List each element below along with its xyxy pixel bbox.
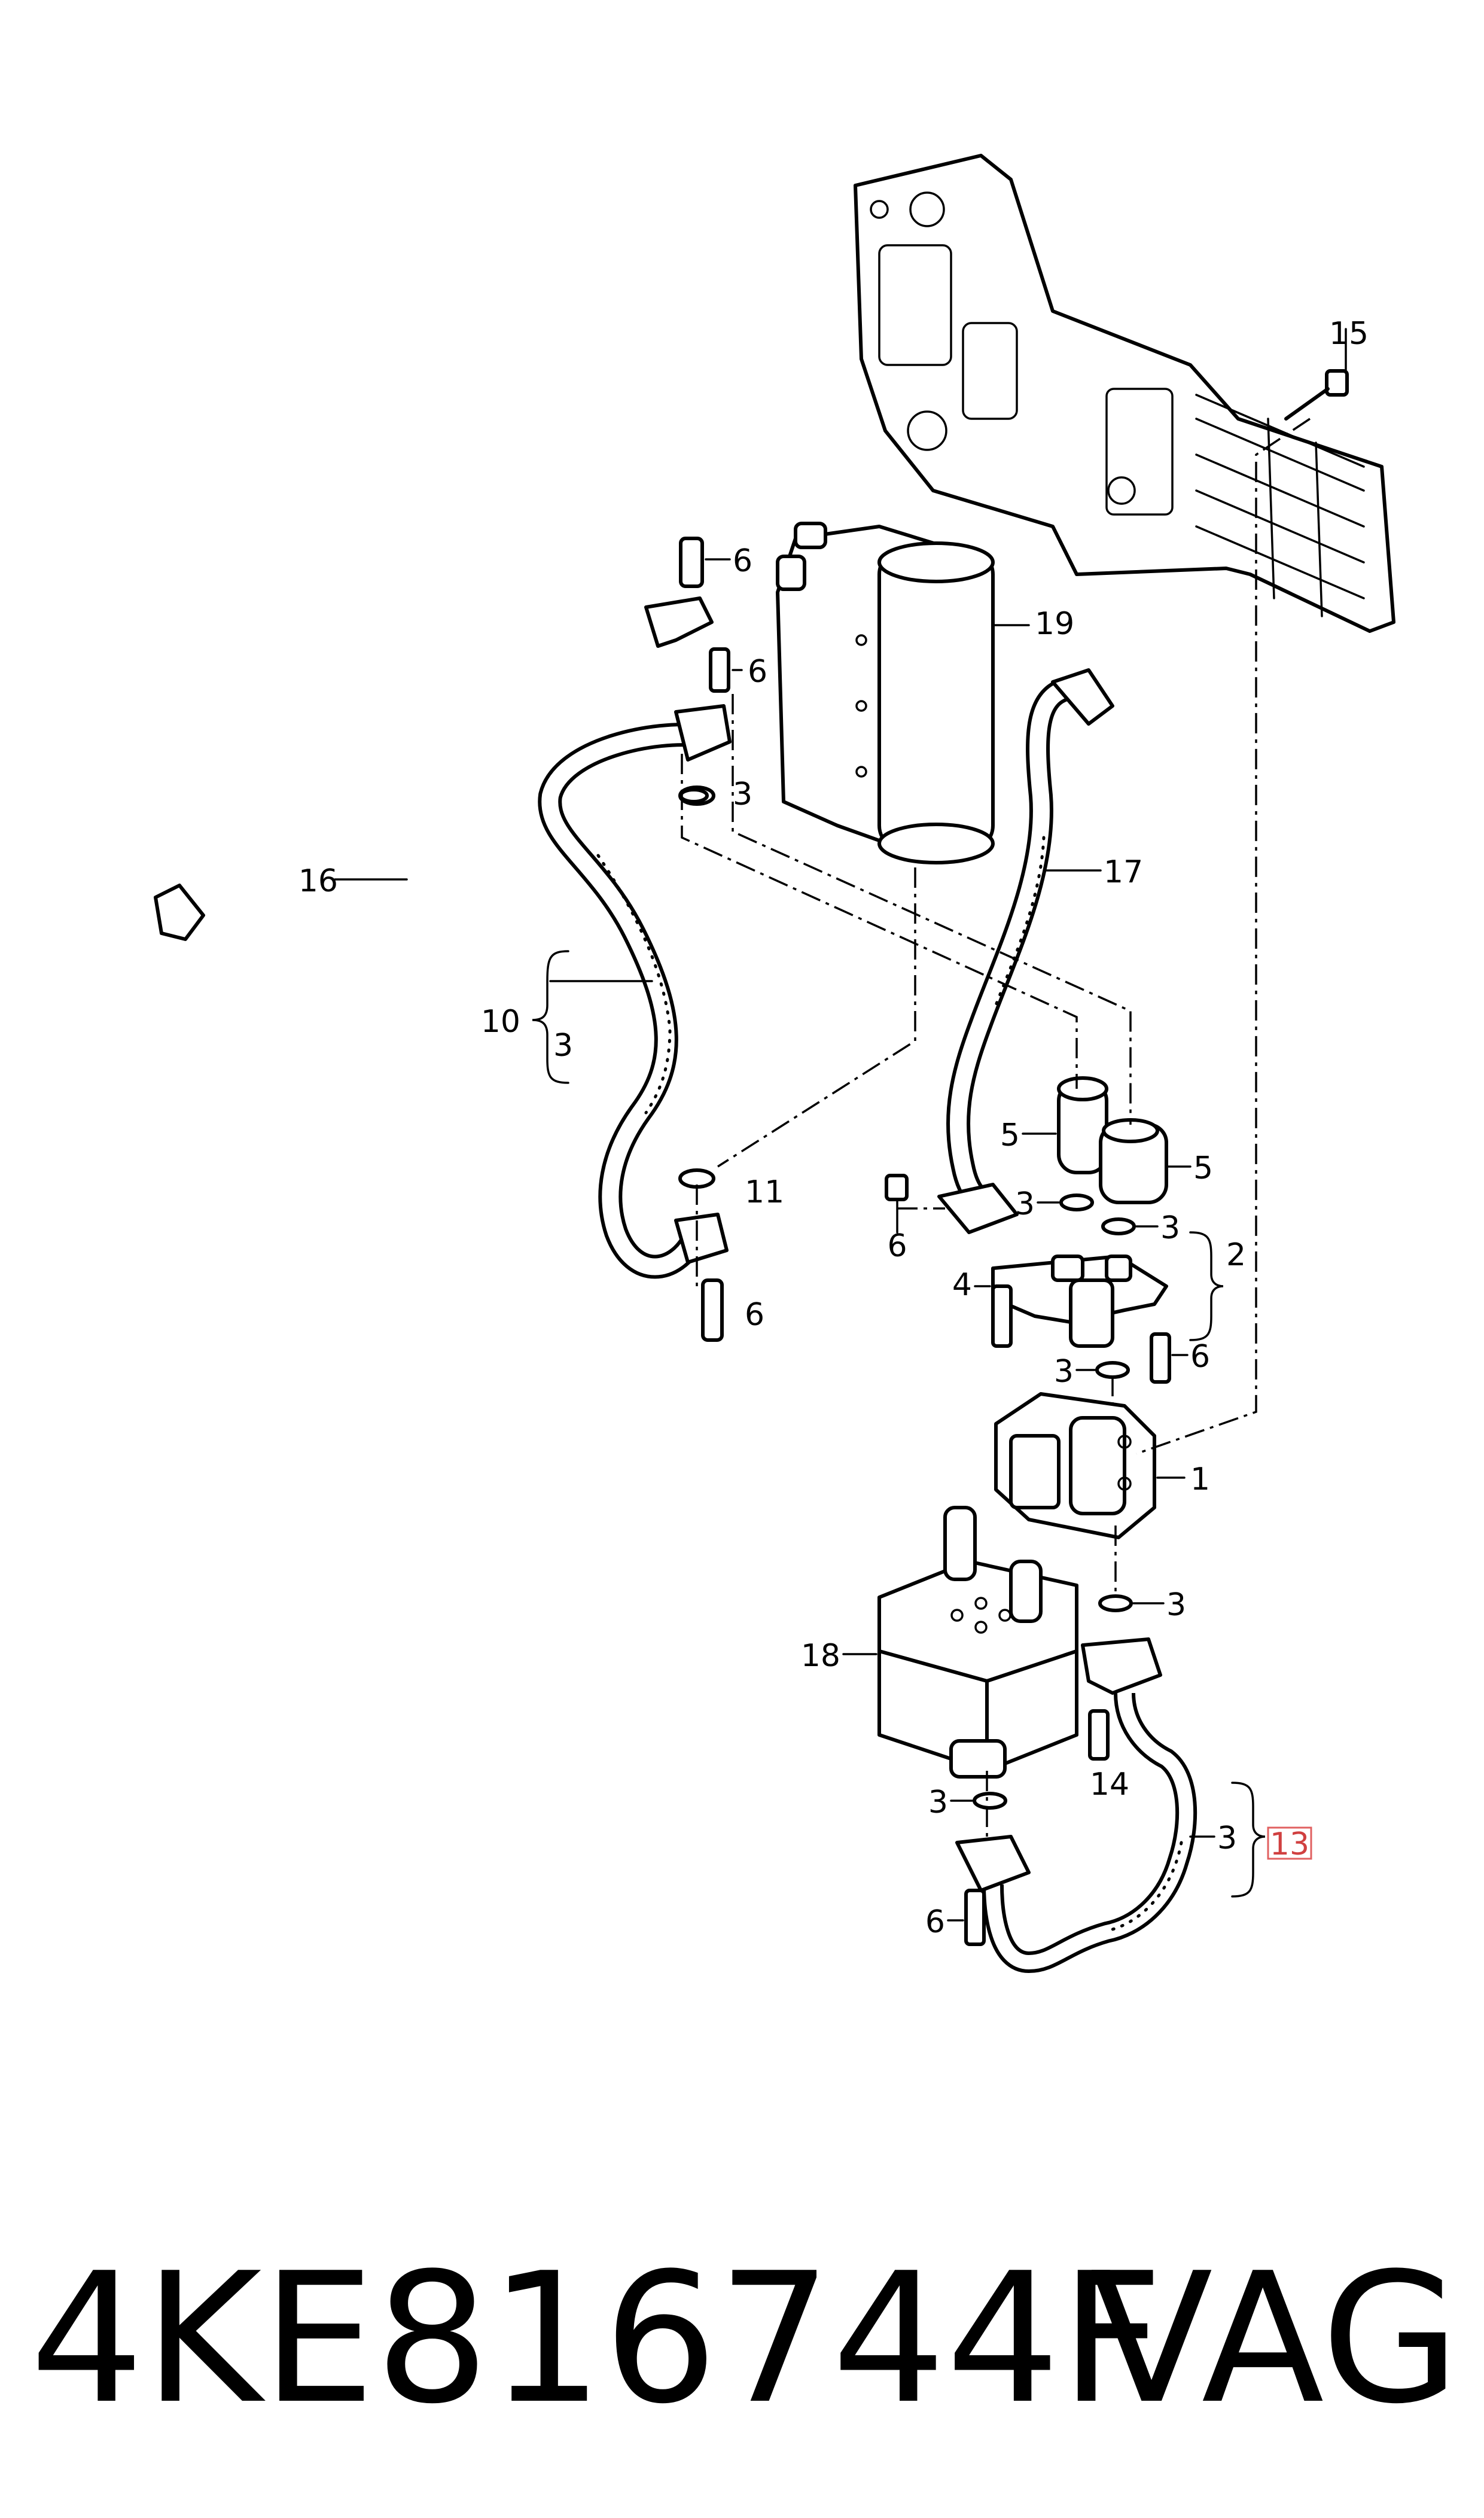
- seals-3: [679, 788, 1165, 1810]
- callout-16: 16: [298, 863, 338, 899]
- callout-3-g: 3: [928, 1785, 948, 1820]
- callout-2: 2: [1226, 1237, 1246, 1273]
- callout-19: 19: [1035, 606, 1074, 642]
- callout-3-f: 3: [1166, 1587, 1186, 1623]
- footer: 4KE816744F VAG: [0, 2213, 1484, 2465]
- bolt-15: [1284, 328, 1349, 421]
- callout-3-e: 3: [1054, 1354, 1074, 1390]
- sleeve-5-left: [1022, 1076, 1108, 1174]
- bolt-6-top: [679, 537, 731, 588]
- brand: VAG: [1090, 2234, 1460, 2443]
- callout-1: 1: [1190, 1462, 1210, 1497]
- bracket-13: [1231, 1782, 1266, 1898]
- callout-6-a: 6: [733, 543, 752, 579]
- callout-13[interactable]: 13: [1270, 1826, 1309, 1862]
- callout-4: 4: [952, 1267, 972, 1303]
- callout-3-b: 3: [553, 1028, 573, 1064]
- callout-3-c: 3: [1015, 1186, 1035, 1222]
- callout-6-c: 6: [887, 1228, 907, 1264]
- callout-10: 10: [481, 1004, 520, 1040]
- callout-6-d: 6: [745, 1297, 764, 1333]
- callout-14: 14: [1090, 1767, 1129, 1803]
- bolt-6-right-of-2: [1150, 1332, 1189, 1384]
- mounting-bracket: [854, 154, 1395, 633]
- assembly-lines: [681, 418, 1311, 1837]
- callout-3-h: 3: [1217, 1820, 1237, 1856]
- accumulator-18: [842, 1506, 1078, 1779]
- hose-10: [538, 704, 732, 1342]
- callout-15: 15: [1329, 316, 1369, 352]
- bolt-6-bottom: [947, 1889, 986, 1946]
- callout-5-b: 5: [1193, 1150, 1213, 1186]
- callout-5-a: 5: [1000, 1118, 1020, 1153]
- callout-18: 18: [801, 1638, 840, 1674]
- brake-line-17: [937, 668, 1114, 1234]
- callout-6-f: 6: [925, 1904, 945, 1940]
- callout-11: 11: [745, 1174, 784, 1210]
- callout-6-b: 6: [748, 654, 767, 690]
- sleeve-5-right: [1099, 1118, 1192, 1204]
- bolt-4: [974, 1284, 1013, 1348]
- bracket-10: [532, 950, 569, 1084]
- callout-3-d: 3: [1160, 1210, 1180, 1246]
- bracket-2: [1189, 1231, 1224, 1341]
- distributor-2: [991, 1255, 1168, 1348]
- brake-line-13: [955, 1637, 1215, 1974]
- control-unit-1: [994, 1392, 1186, 1539]
- brake-line-16: [154, 596, 714, 987]
- filter-housing-19: [776, 522, 1030, 864]
- part-number: 4KE816744F: [30, 2234, 1163, 2443]
- callout-13-box: [1267, 1826, 1312, 1860]
- bolt-6-mid: [709, 647, 743, 693]
- callout-17: 17: [1104, 854, 1143, 890]
- bolt-6-left-of-2: [885, 1174, 909, 1234]
- callout-3-a: 3: [733, 777, 752, 812]
- callout-6-e: 6: [1190, 1339, 1210, 1375]
- bolt-14: [1088, 1709, 1110, 1761]
